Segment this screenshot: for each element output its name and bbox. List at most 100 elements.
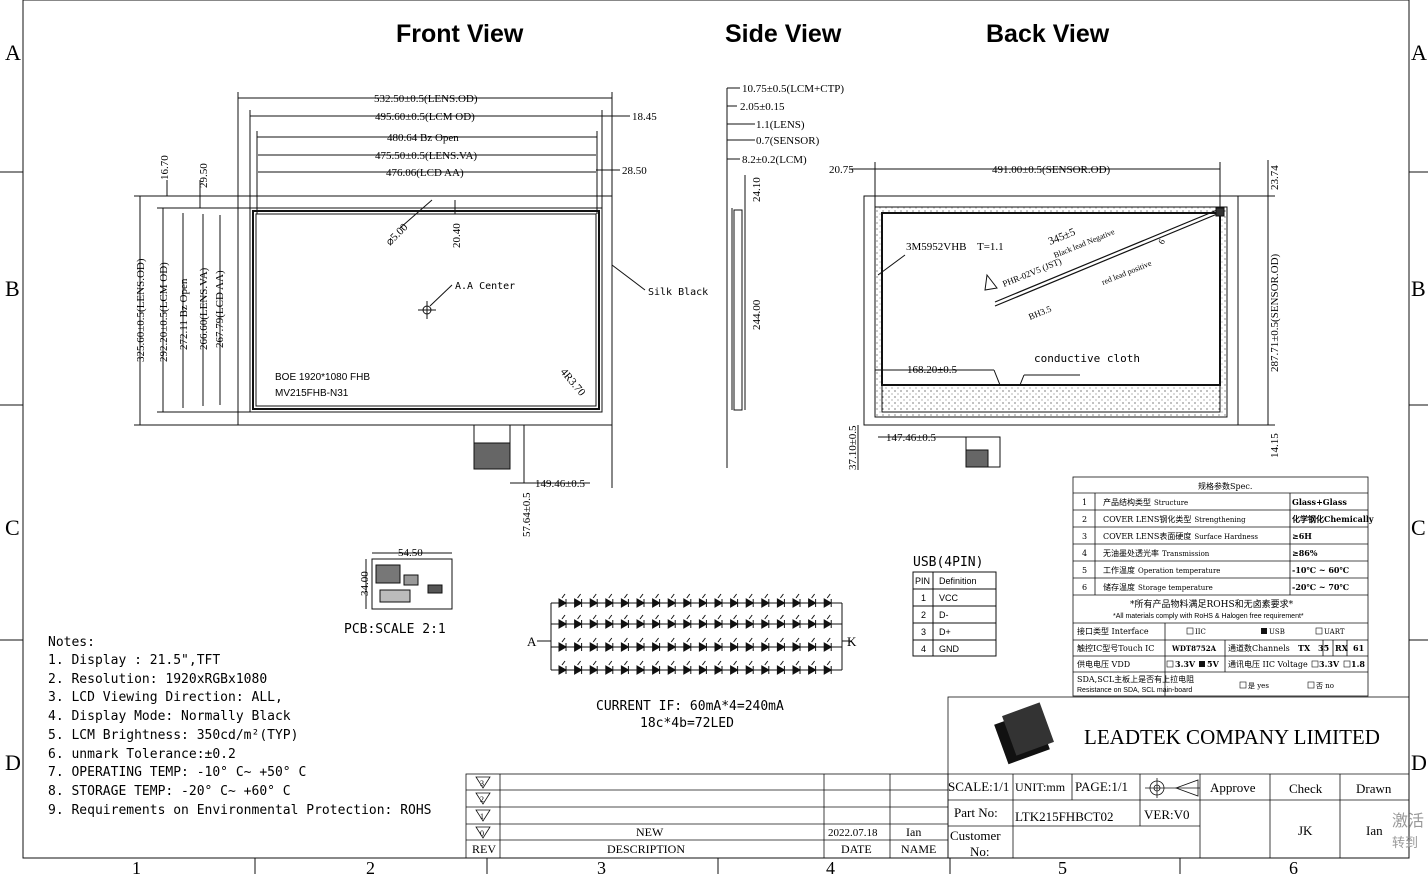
led-emission-mark (624, 660, 628, 666)
spec-iicv-33: 3.3V (1319, 659, 1340, 669)
led-emission-mark (702, 593, 706, 599)
spec-vdd-33: 3.3V (1175, 659, 1196, 669)
led-diode (589, 598, 599, 608)
spec-rohs-cn: *所有产品物料满足ROHS和无卤素要求* (1130, 598, 1294, 610)
led-emission-mark (561, 614, 566, 620)
led-diode (620, 642, 630, 652)
rev-header: REV (472, 842, 496, 856)
note-5: 5. LCM Brightness: 350cd/m²(TYP) (48, 728, 298, 743)
led-diode (792, 619, 802, 629)
unit-label: UNIT:mm (1015, 780, 1066, 794)
usb-head-def: Definition (939, 576, 977, 586)
dim-lcd-aa-w: 476.06(LCD AA) (386, 167, 464, 179)
note-4: 4. Display Mode: Normally Black (48, 709, 291, 724)
led-diode (792, 642, 802, 652)
led-diode (574, 598, 583, 608)
led-emission-mark (748, 660, 753, 666)
led-diode (698, 642, 708, 652)
side-dim-sensor: 0.7(SENSOR) (756, 135, 820, 147)
usb-pin-2: 2 (921, 610, 926, 620)
led-diode (636, 665, 646, 675)
led-diode (823, 598, 833, 608)
dim-lens-va-h: 266.60(LENS.VA) (198, 267, 210, 350)
led-emission-mark (639, 637, 644, 643)
corner-radius-label: 4R3.70 (558, 366, 588, 399)
led-diode (620, 619, 630, 629)
led-diode (683, 665, 692, 675)
spec-iicv-label: 通讯电压 IIC Voltage (1228, 659, 1308, 669)
led-emission-mark (826, 660, 831, 666)
spec-row-2-index: 2 (1082, 515, 1087, 524)
customer-no-label: No: (970, 844, 990, 859)
led-diode (683, 619, 692, 629)
led-emission-mark (764, 637, 769, 643)
spec-row-2-value: 化学钢化Chemically (1292, 514, 1374, 524)
side-dim-total: 10.75±0.5(LCM+CTP) (742, 83, 844, 95)
part-no-value: LTK215FHBCT02 (1015, 809, 1113, 824)
note-8: 8. STORAGE TEMP: -20° C~ +60° C (48, 784, 291, 799)
usb-head-pin: PIN (915, 576, 930, 586)
led-diode (714, 642, 724, 652)
spec-channels-label: 通道数Channels (1228, 643, 1290, 653)
note-3: 3. LCD Viewing Direction: ALL, (48, 690, 283, 705)
led-count-label: 18c*4b=72LED (640, 716, 734, 731)
led-diode (792, 665, 802, 675)
back-tape-label: 3M5952VHB (906, 241, 967, 253)
led-diode (808, 619, 817, 629)
led-emission-mark (811, 614, 815, 620)
led-emission-mark (592, 637, 597, 643)
spec-row-4-value: ≥86% (1292, 548, 1318, 558)
row-label-d-left: D (5, 750, 21, 775)
led-diode (730, 642, 739, 652)
pcb-height: 34.00 (359, 571, 371, 596)
check-label: Check (1289, 781, 1323, 796)
row-label-c-left: C (5, 515, 20, 540)
back-dim-20-75: 20.75 (829, 164, 854, 176)
usb-def-3: D+ (939, 627, 951, 637)
led-diode (605, 598, 614, 608)
watermark: 激活 转到 (1392, 811, 1424, 851)
led-diode (730, 665, 739, 675)
title-block (947, 696, 1410, 859)
spec-row-3-name-en: Surface Hardness (1194, 533, 1258, 541)
version-label: VER:V0 (1144, 807, 1190, 822)
name-header: NAME (901, 842, 936, 856)
led-emission-mark (577, 593, 581, 599)
back-dim-491: 491.00±0.5(SENSOR.OD) (992, 164, 1111, 176)
dim-lens-va-w: 475.50±0.5(LENS.VA) (375, 150, 477, 162)
led-emission-mark (624, 637, 628, 643)
side-dimension-labels: 10.75±0.5(LCM+CTP) 2.05±0.15 1.1(LENS) 0… (740, 83, 844, 330)
led-emission-mark (639, 660, 644, 666)
led-emission-mark (780, 593, 784, 599)
led-emission-mark (592, 593, 597, 599)
spec-row-5-value: -10℃ ~ 60℃ (1292, 565, 1349, 575)
led-diode (574, 642, 583, 652)
led-emission-mark (811, 637, 815, 643)
led-emission-mark (733, 614, 737, 620)
spec-row-1-index: 1 (1082, 498, 1087, 507)
spec-no: 否 no (1316, 682, 1334, 690)
date-header: DATE (841, 842, 872, 856)
side-view-title: Side View (725, 20, 842, 48)
col-label-6: 6 (1289, 858, 1298, 874)
led-diode (636, 598, 646, 608)
dim-149-46: 149.46±0.5 (535, 478, 586, 490)
led-diode (667, 665, 677, 675)
led-diode (652, 598, 661, 608)
spec-row-6-name: 储存温度 (1103, 582, 1135, 592)
dim-16-70: 16.70 (159, 155, 171, 180)
drawer-name: Ian (1366, 823, 1383, 838)
note-2: 2. Resolution: 1920xRGBx1080 (48, 672, 267, 687)
led-diode (776, 642, 786, 652)
scale-label: SCALE:1/1 (948, 779, 1009, 794)
led-diode (823, 642, 833, 652)
led-emission-mark (733, 637, 737, 643)
side-dim-lcm: 8.2±0.2(LCM) (742, 154, 807, 166)
led-current-label: CURRENT IF: 60mA*4=240mA (596, 699, 784, 714)
spec-pull-label: SDA,SCL主板上是否有上拉电阻 (1077, 674, 1194, 684)
row-label-b-left: B (5, 276, 20, 301)
checker-name: JK (1298, 823, 1313, 838)
spec-rx-value: 61 (1353, 643, 1364, 653)
led-diode (636, 642, 646, 652)
